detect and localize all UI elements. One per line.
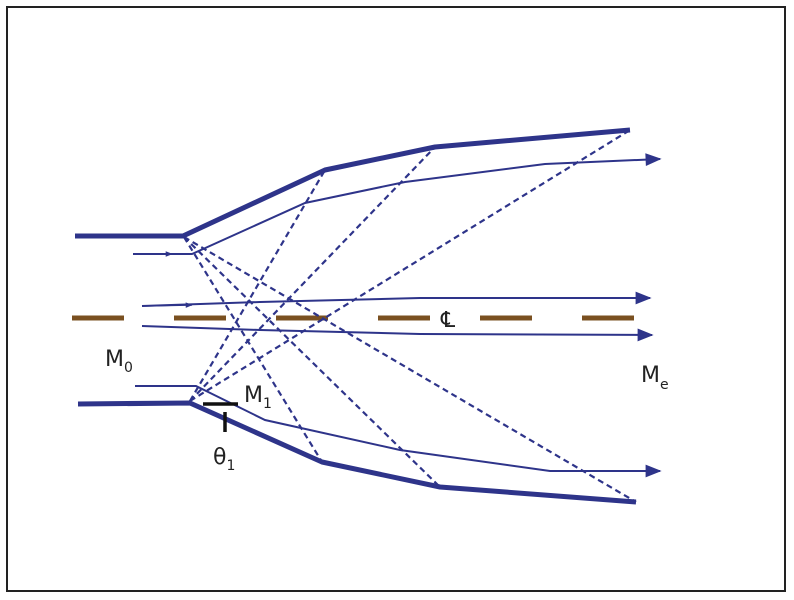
label-theta1: θ1 xyxy=(213,445,235,474)
wave-line xyxy=(189,129,631,402)
streamline-upper-center-entry-arrow xyxy=(141,302,193,308)
lower-wall xyxy=(77,400,637,505)
streamline-lower-center xyxy=(141,325,654,342)
streamline-upper-outer xyxy=(133,153,662,255)
wave-lines xyxy=(183,129,637,503)
theta-marker xyxy=(203,402,238,432)
streamline-lower-outer xyxy=(135,385,662,478)
wave-line xyxy=(189,169,326,402)
streamlines xyxy=(133,153,662,478)
wave-line xyxy=(183,236,637,503)
wave-line xyxy=(189,146,436,402)
label-me: Me xyxy=(641,363,669,393)
streamline-upper-center xyxy=(141,291,652,307)
centerline-symbol: ℄ xyxy=(440,308,456,333)
label-m1: M1 xyxy=(244,383,272,412)
label-m0: M0 xyxy=(105,347,133,376)
wave-line xyxy=(183,236,323,463)
upper-wall xyxy=(75,127,631,239)
